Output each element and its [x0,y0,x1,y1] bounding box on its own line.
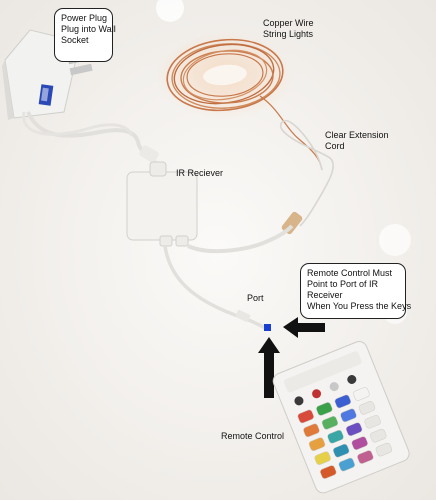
power-plug-label: Power Plug [61,13,108,23]
clear-extension-label: Clear Extension Cord [325,130,389,151]
remote-key [327,429,344,444]
remote-key [357,450,374,464]
remote-key [314,451,331,465]
receiver-output-cable [187,224,294,254]
remote-key [338,457,355,472]
power-plug-label-line2: Plug into Wall [61,24,116,34]
arrow-left-icon [283,317,325,338]
ir-receiver-label: IR Reciever [176,168,224,178]
port-label: Port [247,293,264,303]
remote-key [320,465,337,479]
clear-extension-cord [279,119,334,227]
remote-key [297,409,314,424]
remote-key [303,423,320,438]
power-plug-callout: Power Plug Plug into Wall Socket [54,8,116,62]
remote-key [370,428,387,443]
ir-port-marker [264,324,271,331]
copper-wire-coil [155,30,295,120]
remote-key [364,414,381,429]
copper-wire-label: Copper Wire String Lights [263,18,314,39]
remote-control-image [272,341,410,494]
remote-key [316,402,333,416]
remote-key [375,442,393,457]
remote-key [321,416,339,430]
remote-key [358,401,376,415]
remote-key [353,387,370,401]
remote-key [351,436,368,450]
remote-instruction-callout: Remote Control Must Point to Port of IR … [300,263,411,319]
remote-key [334,394,352,409]
remote-key [333,443,350,458]
ir-sensor-cable [163,245,266,330]
arrow-up-icon [258,337,280,398]
dc-plug [139,145,159,163]
power-plug-label-line3: Socket [61,35,89,45]
ir-receiver-box [126,161,198,247]
remote-key [340,408,357,423]
remote-control-label: Remote Control [221,431,285,441]
remote-key [345,422,363,437]
remote-key [308,437,326,452]
